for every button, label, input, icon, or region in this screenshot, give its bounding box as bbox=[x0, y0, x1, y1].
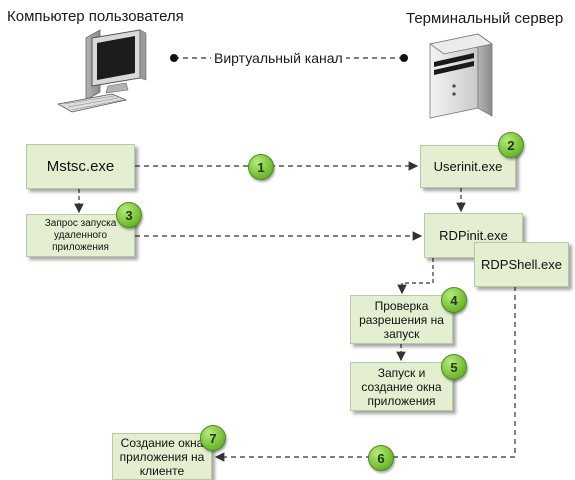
step-badge-7: 7 bbox=[200, 425, 226, 451]
mstsc-label: Mstsc.exe bbox=[46, 158, 115, 175]
virtual-channel-label: Виртуальный канал bbox=[211, 50, 346, 66]
check-permission-box: Проверка разрешения на запуск bbox=[350, 295, 453, 344]
userinit-label: Userinit.exe bbox=[433, 159, 503, 174]
step-badge-4: 4 bbox=[441, 287, 467, 313]
step-badge-6: 6 bbox=[368, 445, 394, 471]
create-window-box: Создание окна приложения на клиенте bbox=[112, 433, 212, 480]
client-computer-icon bbox=[56, 29, 147, 113]
mstsc-box: Mstsc.exe bbox=[26, 144, 135, 189]
check-permission-label: Проверка разрешения на запуск bbox=[359, 298, 444, 341]
step-badge-3: 3 bbox=[116, 202, 142, 228]
step-badge-2: 2 bbox=[498, 132, 524, 158]
step-badge-5: 5 bbox=[441, 354, 467, 380]
server-label: Терминальный сервер bbox=[406, 10, 564, 27]
rdpshell-label: RDPShell.exe bbox=[481, 257, 562, 272]
rdpinit-label: RDPinit.exe bbox=[439, 228, 508, 243]
client-label: Компьютер пользователя bbox=[7, 8, 184, 25]
create-window-label: Создание окна приложения на клиенте bbox=[119, 435, 205, 478]
step-badge-1: 1 bbox=[248, 154, 274, 180]
launch-app-box: Запуск и создание окна приложения bbox=[350, 362, 453, 411]
request-label: Запрос запуска удаленного приложения bbox=[44, 217, 117, 253]
server-tower-icon bbox=[429, 33, 493, 119]
launch-app-label: Запуск и создание окна приложения bbox=[361, 365, 442, 408]
rdpshell-box: RDPShell.exe bbox=[474, 242, 569, 287]
